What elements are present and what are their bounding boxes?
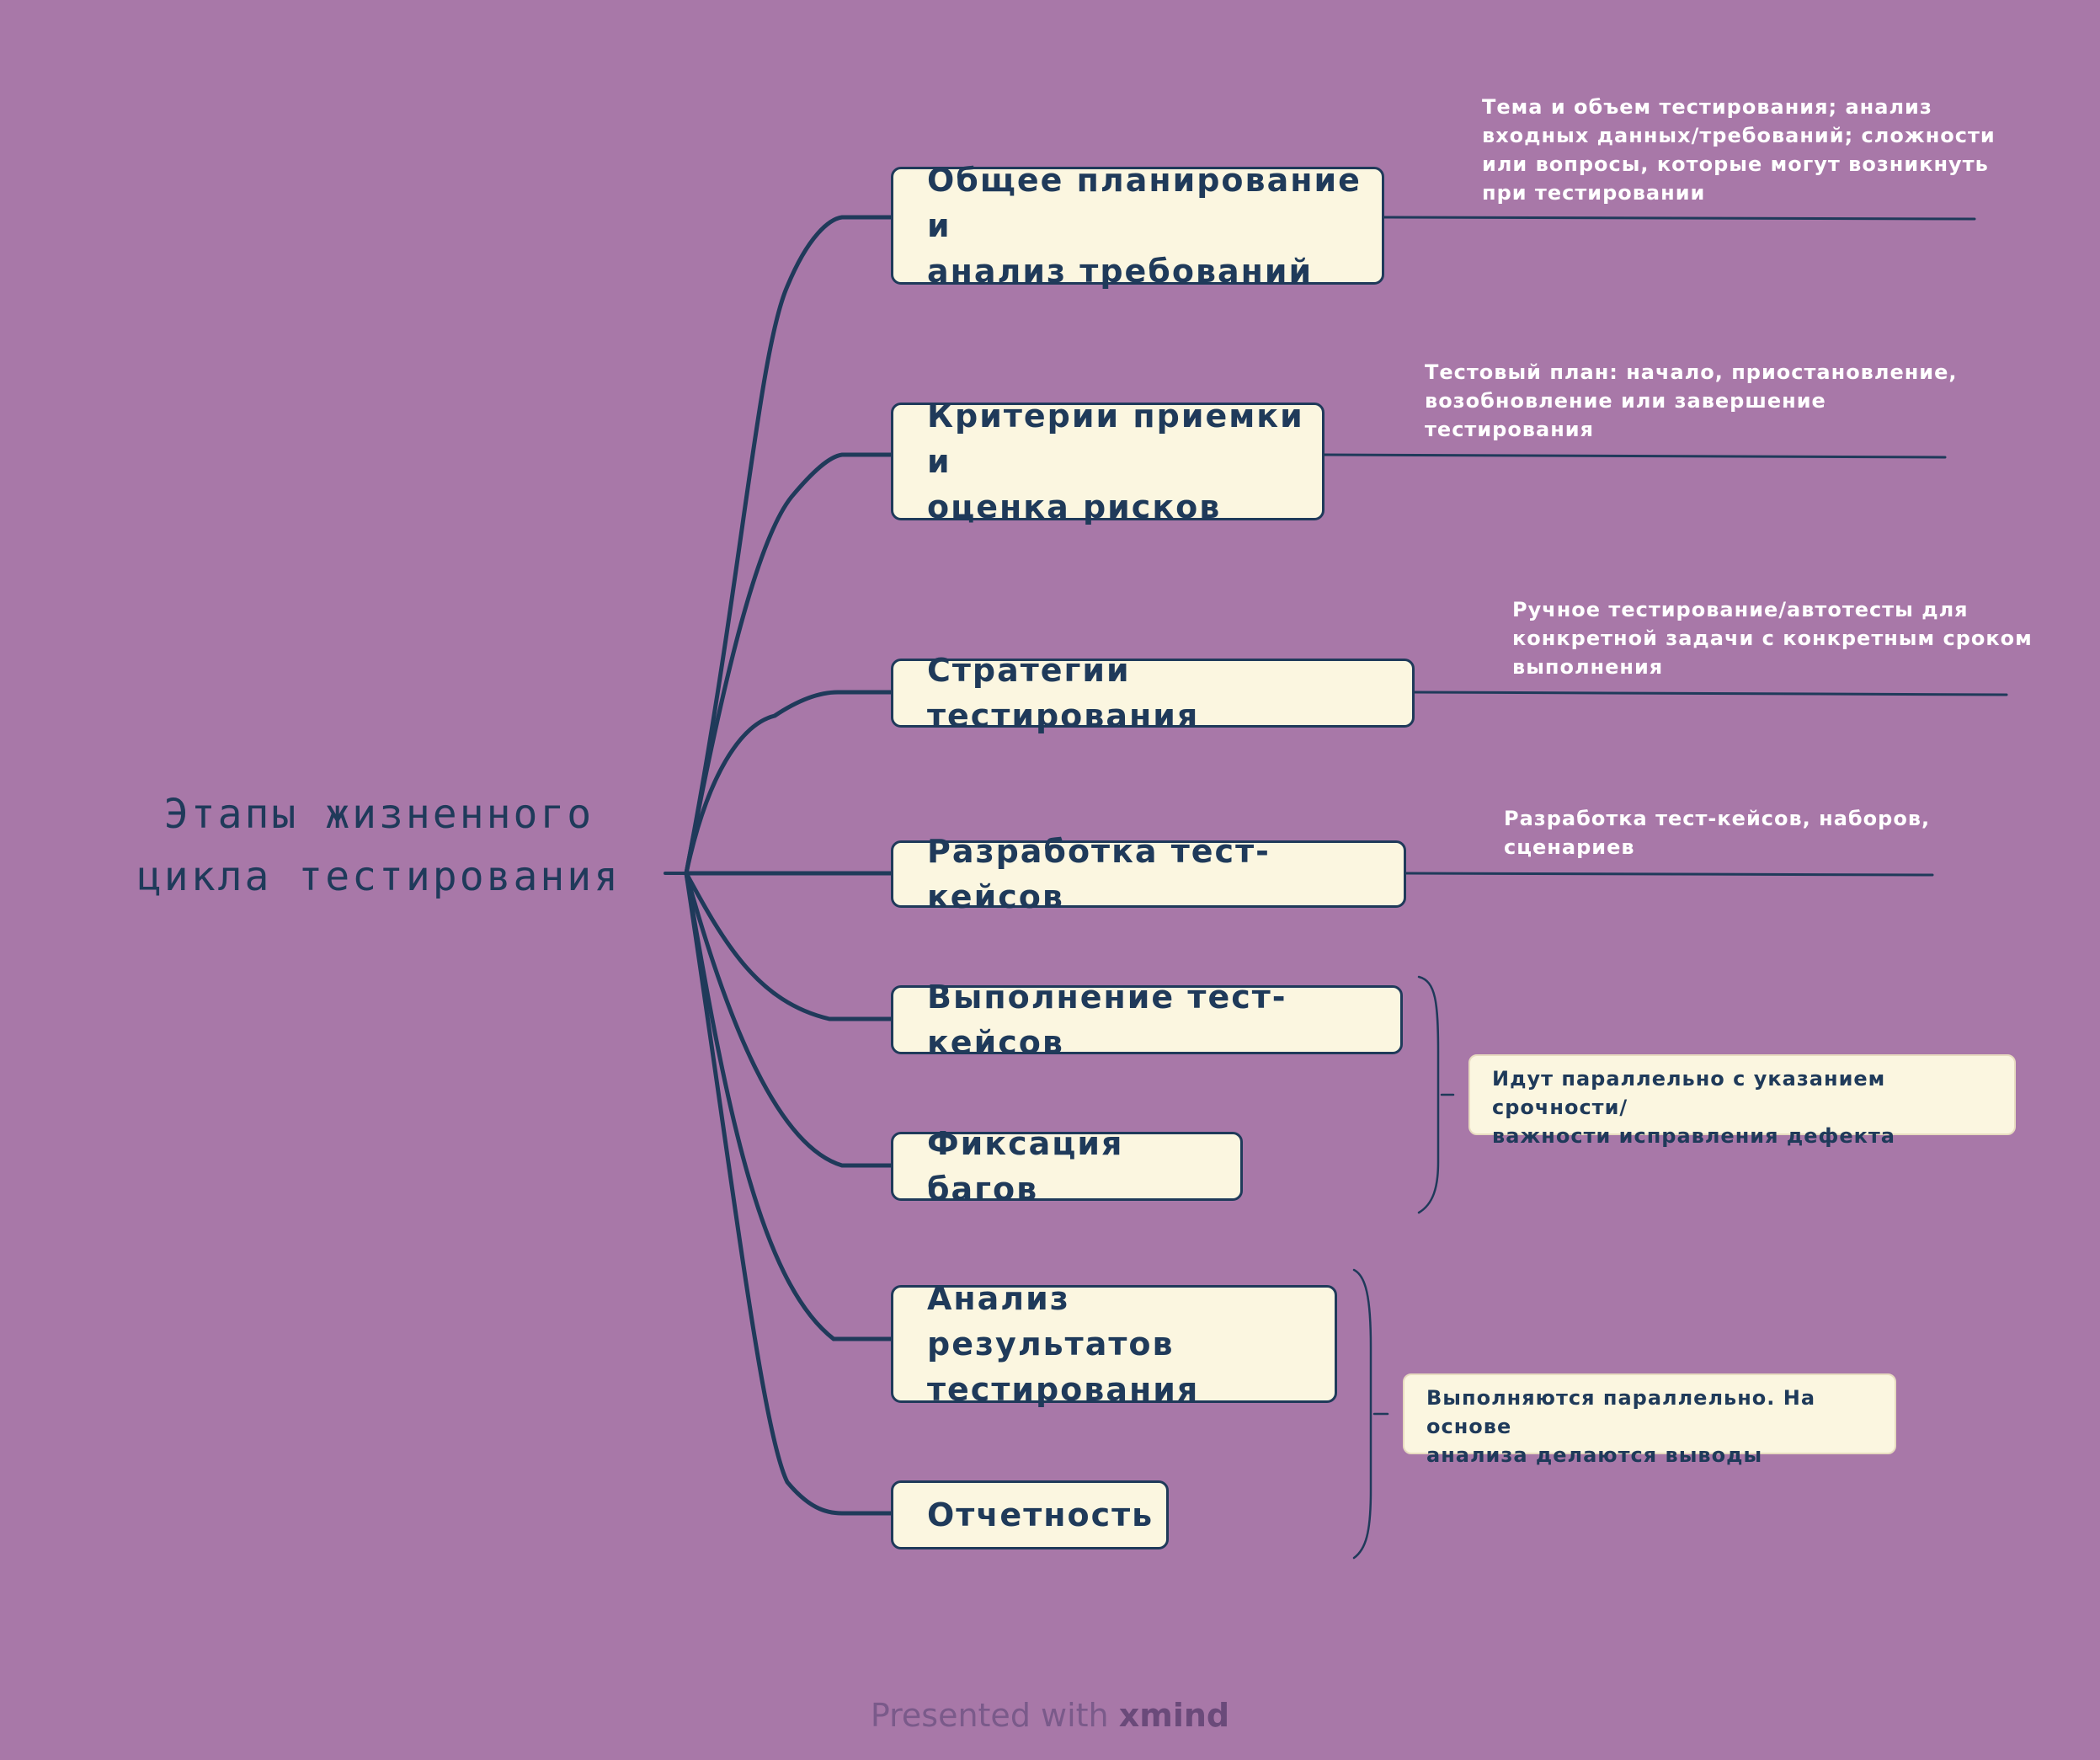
note-underline-2 <box>1323 453 1947 459</box>
summary-parallel-analysis[interactable]: Выполняются параллельно. На основе анали… <box>1403 1373 1896 1467</box>
topic-test-execution[interactable]: Выполнение тест-кейсов <box>891 979 1403 1061</box>
summary-bracket-2 <box>1352 1268 1372 1560</box>
note-underline-1 <box>1381 216 1976 221</box>
topic-acceptance-criteria[interactable]: Критерии приемки и оценка рисков <box>891 397 1324 525</box>
summary-parallel-execution[interactable]: Идут параллельно с указанием срочности/ … <box>1468 1054 2016 1148</box>
topic-bug-reporting[interactable]: Фиксация багов <box>891 1125 1243 1208</box>
branch-line-7 <box>684 871 893 1341</box>
branch-line-6 <box>684 871 893 1168</box>
branch-line-8 <box>684 871 893 1516</box>
central-topic[interactable]: Этапы жизненного цикла тестирования <box>136 791 621 900</box>
summary-bracket-1 <box>1417 975 1440 1214</box>
topic-general-planning[interactable]: Общее планирование и анализ требований <box>891 162 1384 290</box>
topic-reporting[interactable]: Отчетность <box>891 1480 1169 1549</box>
note-test-case-design: Разработка тест-кейсов, наборов, сценари… <box>1504 807 1931 859</box>
branch-line-1 <box>684 215 893 876</box>
note-underline-3 <box>1413 691 2008 696</box>
note-test-strategies: Ручное тестирование/автотесты для конкре… <box>1512 598 2033 679</box>
footer-prefix: Presented with <box>870 1697 1109 1734</box>
xmind-logo: xmind <box>1118 1697 1230 1734</box>
branch-line-5 <box>684 871 893 1021</box>
branch-line-3 <box>684 690 893 876</box>
footer-branding: Presented with xmind <box>0 1697 2100 1734</box>
branch-line-2 <box>684 452 893 876</box>
note-underline-4 <box>1404 872 1934 877</box>
note-general-planning: Тема и объем тестирования; анализ входны… <box>1482 95 1996 205</box>
topic-test-case-design[interactable]: Разработка тест-кейсов <box>891 833 1406 915</box>
topic-test-strategies[interactable]: Стратегии тестирования <box>891 652 1415 734</box>
note-acceptance-criteria: Тестовый план: начало, приостановление, … <box>1425 360 1958 441</box>
topic-results-analysis[interactable]: Анализ результатов тестирования <box>891 1280 1337 1408</box>
